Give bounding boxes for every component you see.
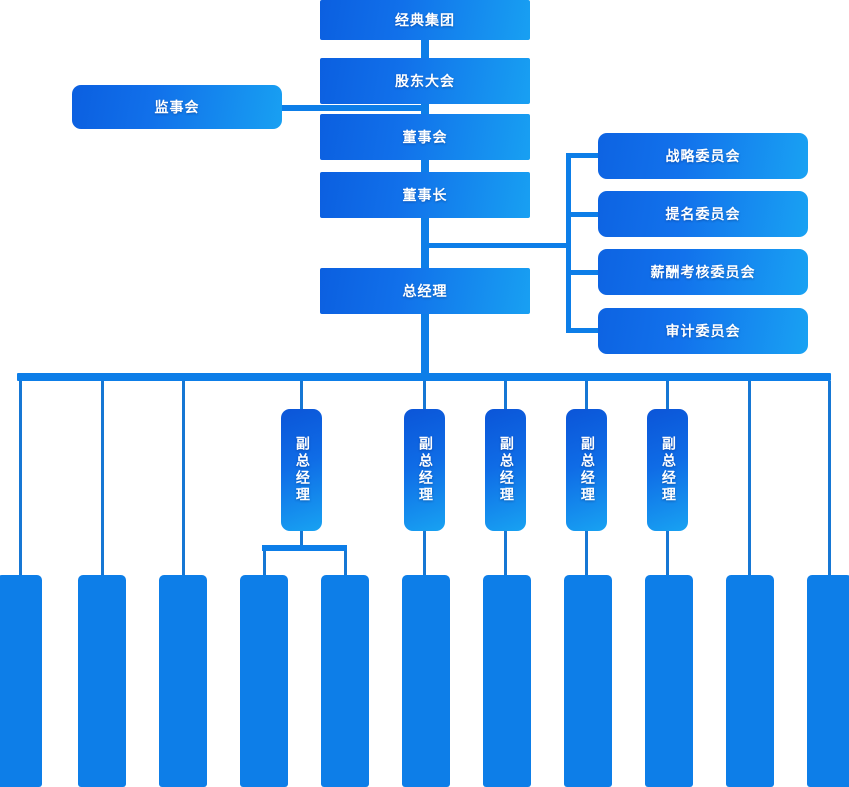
supervisor-connector	[272, 105, 427, 111]
node-committee-remuneration-label: 薪酬考核委员会	[650, 265, 756, 281]
spine-connector-group-shareholders	[421, 38, 429, 60]
bus-drop-deputy-1	[300, 381, 303, 411]
node-general-manager-label: 总经理	[402, 284, 448, 300]
node-board-of-supervisors[interactable]: 监事会	[72, 85, 282, 129]
node-department-10[interactable]	[726, 575, 774, 787]
node-chairman[interactable]: 董事长	[320, 172, 530, 218]
bus-drop-2	[101, 381, 104, 577]
node-deputy-gm-2-label: 副总经理	[416, 436, 433, 504]
node-committee-audit-label: 审计委员会	[665, 324, 741, 340]
bus-drop-1	[19, 381, 22, 577]
node-department-2[interactable]	[78, 575, 126, 787]
node-deputy-gm-3-label: 副总经理	[497, 436, 514, 504]
node-department-3[interactable]	[159, 575, 207, 787]
deputy-2-drop	[423, 530, 426, 577]
node-deputy-gm-4-label: 副总经理	[578, 436, 595, 504]
spine-connector-board-chairman	[421, 160, 429, 174]
node-department-11[interactable]	[807, 575, 849, 787]
node-deputy-gm-1-label: 副总经理	[293, 436, 310, 504]
node-group-label: 经典集团	[395, 13, 455, 29]
bus-drop-11	[748, 381, 751, 577]
node-committee-nomination[interactable]: 提名委员会	[598, 191, 808, 237]
deputy-3-drop	[504, 530, 507, 577]
main-distribution-bus	[17, 373, 831, 381]
node-department-8[interactable]	[564, 575, 612, 787]
committee-stub-2	[566, 212, 600, 217]
deputy-1-sub-drop-right	[344, 551, 347, 577]
node-department-9[interactable]	[645, 575, 693, 787]
node-committee-remuneration[interactable]: 薪酬考核委员会	[598, 249, 808, 295]
node-chairman-label: 董事长	[402, 188, 448, 204]
node-committee-strategy[interactable]: 战略委员会	[598, 133, 808, 179]
node-shareholders-meeting[interactable]: 股东大会	[320, 58, 530, 104]
bus-drop-deputy-4	[585, 381, 588, 411]
node-deputy-gm-2[interactable]: 副总经理	[404, 409, 445, 531]
deputy-1-sub-bus	[262, 545, 347, 551]
bus-drop-deputy-2	[423, 381, 426, 411]
node-deputy-gm-5[interactable]: 副总经理	[647, 409, 688, 531]
node-board-of-directors[interactable]: 董事会	[320, 114, 530, 160]
node-board-of-supervisors-label: 监事会	[154, 100, 200, 116]
committee-stub-4	[566, 328, 600, 333]
committee-trunk-link	[425, 243, 571, 248]
deputy-1-stem	[300, 530, 303, 548]
deputy-1-sub-drop-left	[263, 551, 266, 577]
node-group[interactable]: 经典集团	[320, 0, 530, 40]
node-department-1[interactable]	[0, 575, 42, 787]
bus-drop-deputy-5	[666, 381, 669, 411]
node-deputy-gm-4[interactable]: 副总经理	[566, 409, 607, 531]
node-board-of-directors-label: 董事会	[402, 130, 448, 146]
node-department-4[interactable]	[240, 575, 288, 787]
spine-connector-gm-bus	[421, 312, 429, 378]
node-shareholders-meeting-label: 股东大会	[395, 74, 455, 90]
deputy-4-drop	[585, 530, 588, 577]
bus-drop-3	[182, 381, 185, 577]
node-committee-strategy-label: 战略委员会	[665, 149, 741, 165]
committee-stub-3	[566, 270, 600, 275]
bus-drop-deputy-3	[504, 381, 507, 411]
node-department-7[interactable]	[483, 575, 531, 787]
node-department-5[interactable]	[321, 575, 369, 787]
committee-stub-1	[566, 153, 600, 158]
node-deputy-gm-5-label: 副总经理	[659, 436, 676, 504]
node-committee-nomination-label: 提名委员会	[665, 207, 741, 223]
node-department-6[interactable]	[402, 575, 450, 787]
committee-trunk	[566, 153, 571, 333]
node-committee-audit[interactable]: 审计委员会	[598, 308, 808, 354]
deputy-5-drop	[666, 530, 669, 577]
node-general-manager[interactable]: 总经理	[320, 268, 530, 314]
bus-drop-12	[828, 381, 831, 577]
node-deputy-gm-3[interactable]: 副总经理	[485, 409, 526, 531]
node-deputy-gm-1[interactable]: 副总经理	[281, 409, 322, 531]
